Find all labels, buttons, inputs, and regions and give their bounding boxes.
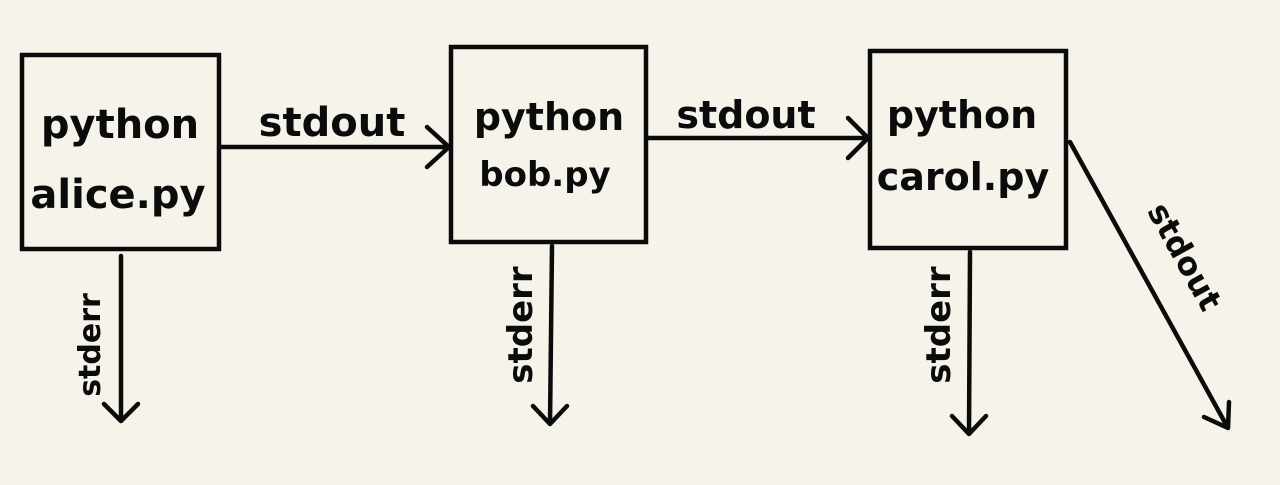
node-alice-line2: alice.py (30, 172, 205, 218)
node-carol-line2: carol.py (877, 155, 1050, 199)
edge-carol-stderr: stderr (919, 249, 989, 437)
node-alice: python alice.py (19, 52, 222, 252)
edge-carol-stdout: stdout (1067, 139, 1232, 431)
edge-alice-stderr-arrow (101, 253, 141, 424)
edge-bob-carol-arrow (643, 115, 871, 161)
node-bob-box (448, 44, 649, 245)
edge-alice-bob-label: stdout (259, 100, 406, 146)
edge-bob-carol-label: stdout (676, 93, 815, 137)
edge-alice-bob-arrow (216, 124, 452, 170)
node-alice-box (19, 52, 222, 252)
node-carol: python carol.py (867, 48, 1069, 251)
node-carol-line1: python (887, 93, 1037, 137)
edge-alice-bob: stdout (216, 100, 452, 170)
edge-alice-stderr: stderr (73, 253, 141, 424)
edge-carol-stdout-arrow (1067, 139, 1232, 431)
node-carol-box (867, 48, 1069, 251)
edge-bob-stderr-arrow (530, 243, 570, 427)
edge-carol-stderr-label: stderr (919, 266, 959, 384)
edge-carol-stderr-arrow (949, 249, 989, 437)
edge-bob-stderr: stderr (501, 243, 570, 427)
node-alice-line1: python (41, 102, 199, 148)
edge-bob-stderr-label: stderr (501, 266, 541, 384)
edge-bob-carol: stdout (643, 93, 871, 161)
node-bob: python bob.py (448, 44, 649, 245)
node-bob-line2: bob.py (479, 155, 610, 195)
node-bob-line1: python (474, 95, 624, 139)
edge-alice-stderr-label: stderr (73, 293, 108, 397)
edge-carol-stdout-label: stdout (1140, 196, 1230, 317)
